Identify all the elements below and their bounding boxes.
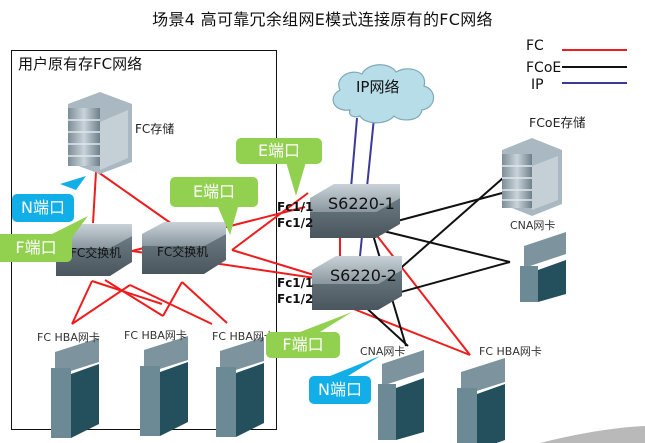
existing-fc-network-title: 用户原有存FC网络 (18, 55, 143, 73)
fc-switch-1-label: FC交换机 (70, 246, 122, 260)
decorative-swoosh (540, 426, 645, 443)
e-port-mid-callout: E端口 (170, 177, 258, 207)
n-port-bottom-tail (330, 356, 380, 376)
legend-fcoe-label: FCoE (526, 60, 562, 76)
s6220-2-port-fc1-2: Fc1/2 (277, 292, 314, 306)
cna-host-bottom-label: CNA网卡 (360, 345, 406, 358)
fc-storage-label: FC存储 (135, 122, 175, 136)
s6220-1-switch-icon (310, 184, 400, 238)
cna-host-bottom-icon (378, 350, 424, 440)
fc-hba-host-3-label: FC HBA网卡 (212, 330, 275, 343)
s6220-1-port-fc1-1: Fc1/1 (277, 200, 314, 214)
n-port-bottom-callout: N端口 (309, 376, 371, 404)
ip-network-label: IP网络 (356, 78, 400, 96)
n-port-left-callout: N端口 (12, 194, 74, 222)
s6220-2-port-fc1-1: Fc1/1 (277, 276, 314, 290)
fc-switch-2-label: FC交换机 (157, 245, 209, 259)
f-port-left-callout: F端口 (0, 234, 72, 262)
ip-network-cloud (332, 64, 435, 124)
f-port-bottom-callout: F端口 (266, 332, 340, 358)
fc-hba-host-2-label: FC HBA网卡 (124, 329, 187, 342)
s6220-2-switch-icon (312, 256, 402, 310)
fc-storage-icon (68, 92, 132, 174)
e-port-top-tail (286, 162, 306, 196)
fc-hba-host-1-icon (51, 338, 99, 438)
cna-host-right-icon (520, 232, 566, 302)
diagram-title: 场景4 高可靠冗余组网E模式连接原有的FC网络 (152, 10, 493, 29)
e-port-mid-tail (218, 207, 238, 235)
s6220-2-label: S6220-2 (330, 266, 397, 285)
n-port-left-tail (60, 176, 86, 190)
legend-ip-label: IP (531, 77, 544, 93)
fcoe-storage-label: FCoE存储 (529, 115, 586, 130)
fc-hba-host-3-icon (216, 337, 264, 437)
fc-hba-host-right-icon (457, 358, 505, 443)
f-port-bottom-tail (300, 312, 352, 332)
fc-hba-host-1-label: FC HBA网卡 (37, 331, 100, 344)
s6220-1-label: S6220-1 (328, 194, 395, 213)
fcoe-storage-icon (502, 138, 562, 216)
ip-link-1 (350, 117, 358, 189)
s6220-1-port-fc1-2: Fc1/2 (277, 216, 314, 230)
fc-hba-host-2-icon (140, 336, 188, 436)
fc-hba-host-right-label: FC HBA网卡 (479, 345, 542, 358)
e-port-top-callout: E端口 (236, 138, 322, 164)
legend-fc-label: FC (526, 38, 544, 54)
cna-host-right-label: CNA网卡 (510, 219, 556, 232)
fc-switch-2-icon (142, 222, 226, 274)
